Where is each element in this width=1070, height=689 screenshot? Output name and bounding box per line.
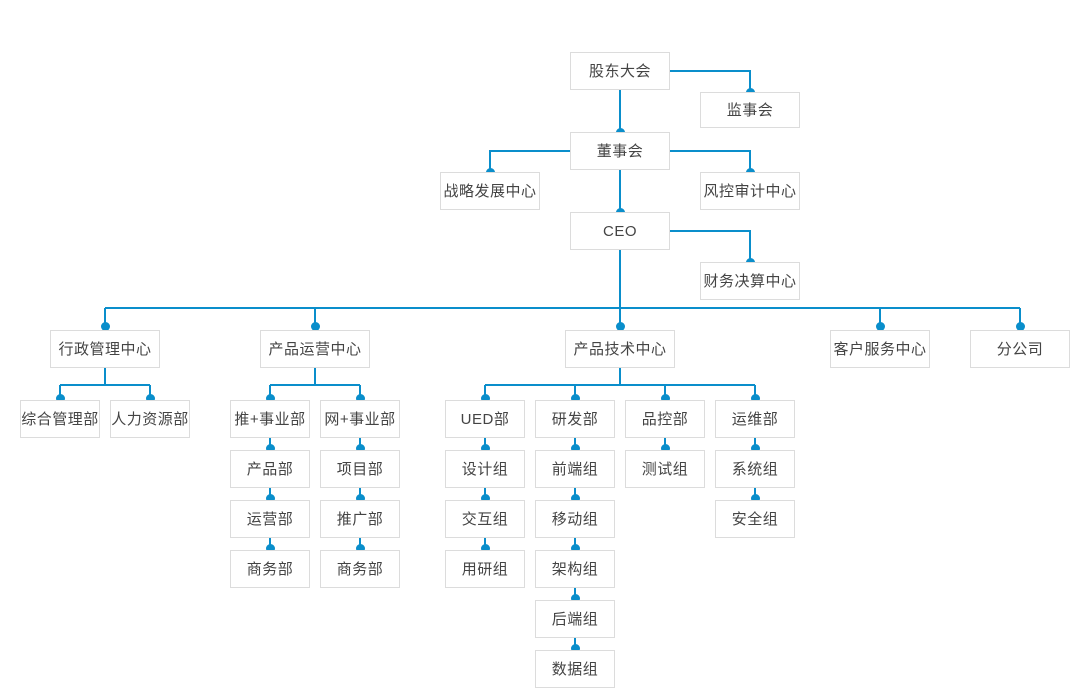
org-node[interactable]: 行政管理中心 <box>50 330 160 368</box>
org-node[interactable]: 风控审计中心 <box>700 172 800 210</box>
connector-dot <box>480 493 490 503</box>
connector-dot <box>145 393 155 403</box>
org-node[interactable]: 运维部 <box>715 400 795 438</box>
org-node[interactable]: 测试组 <box>625 450 705 488</box>
org-node[interactable]: 推广部 <box>320 500 400 538</box>
connector-dot <box>750 493 760 503</box>
connector-line <box>670 150 751 172</box>
connector-dot <box>265 493 275 503</box>
connector-dot <box>750 393 760 403</box>
connector-dot <box>355 543 365 553</box>
connector-dot <box>355 393 365 403</box>
connector-dot <box>750 443 760 453</box>
org-node[interactable]: 研发部 <box>535 400 615 438</box>
org-node[interactable]: 综合管理部 <box>20 400 100 438</box>
org-node[interactable]: 产品运营中心 <box>260 330 370 368</box>
connector-dot <box>570 393 580 403</box>
org-node[interactable]: 产品部 <box>230 450 310 488</box>
connector-dot <box>355 443 365 453</box>
org-node[interactable]: CEO <box>570 212 670 250</box>
org-node[interactable]: 项目部 <box>320 450 400 488</box>
connector-dot <box>1015 321 1025 331</box>
connector-dot <box>310 321 320 331</box>
connector-dot <box>570 593 580 603</box>
org-node[interactable]: 架构组 <box>535 550 615 588</box>
org-node[interactable]: 股东大会 <box>570 52 670 90</box>
connector-line <box>670 230 751 262</box>
org-node[interactable]: 品控部 <box>625 400 705 438</box>
connector-dot <box>265 443 275 453</box>
org-node[interactable]: 交互组 <box>445 500 525 538</box>
connector-dot <box>480 443 490 453</box>
connector-line <box>670 70 751 92</box>
org-node[interactable]: 财务决算中心 <box>700 262 800 300</box>
connector-dot <box>570 543 580 553</box>
org-node[interactable]: 监事会 <box>700 92 800 128</box>
org-node[interactable]: 数据组 <box>535 650 615 688</box>
org-node[interactable]: 商务部 <box>320 550 400 588</box>
connector-dot <box>570 493 580 503</box>
connector-dot <box>480 393 490 403</box>
org-node[interactable]: 安全组 <box>715 500 795 538</box>
org-node[interactable]: 推+事业部 <box>230 400 310 438</box>
org-node[interactable]: 客户服务中心 <box>830 330 930 368</box>
connector-dot <box>660 393 670 403</box>
connector-dot <box>660 443 670 453</box>
connector-dot <box>265 393 275 403</box>
org-node[interactable]: 前端组 <box>535 450 615 488</box>
org-node[interactable]: 网+事业部 <box>320 400 400 438</box>
org-node[interactable]: 移动组 <box>535 500 615 538</box>
connector-dot <box>355 493 365 503</box>
org-node[interactable]: 人力资源部 <box>110 400 190 438</box>
org-node[interactable]: 系统组 <box>715 450 795 488</box>
org-node[interactable]: 分公司 <box>970 330 1070 368</box>
connector-dot <box>875 321 885 331</box>
org-node[interactable]: 用研组 <box>445 550 525 588</box>
org-node[interactable]: 董事会 <box>570 132 670 170</box>
org-node[interactable]: 设计组 <box>445 450 525 488</box>
connector-dot <box>55 393 65 403</box>
org-node[interactable]: 产品技术中心 <box>565 330 675 368</box>
connector-line <box>489 150 570 172</box>
connector-dot <box>480 543 490 553</box>
org-node[interactable]: 运营部 <box>230 500 310 538</box>
connector-dot <box>570 443 580 453</box>
org-node[interactable]: 战略发展中心 <box>440 172 540 210</box>
org-node[interactable]: 商务部 <box>230 550 310 588</box>
org-node[interactable]: UED部 <box>445 400 525 438</box>
connector-dot <box>570 643 580 653</box>
org-node[interactable]: 后端组 <box>535 600 615 638</box>
connector-dot <box>265 543 275 553</box>
connector-dot <box>615 321 625 331</box>
connector-dot <box>100 321 110 331</box>
